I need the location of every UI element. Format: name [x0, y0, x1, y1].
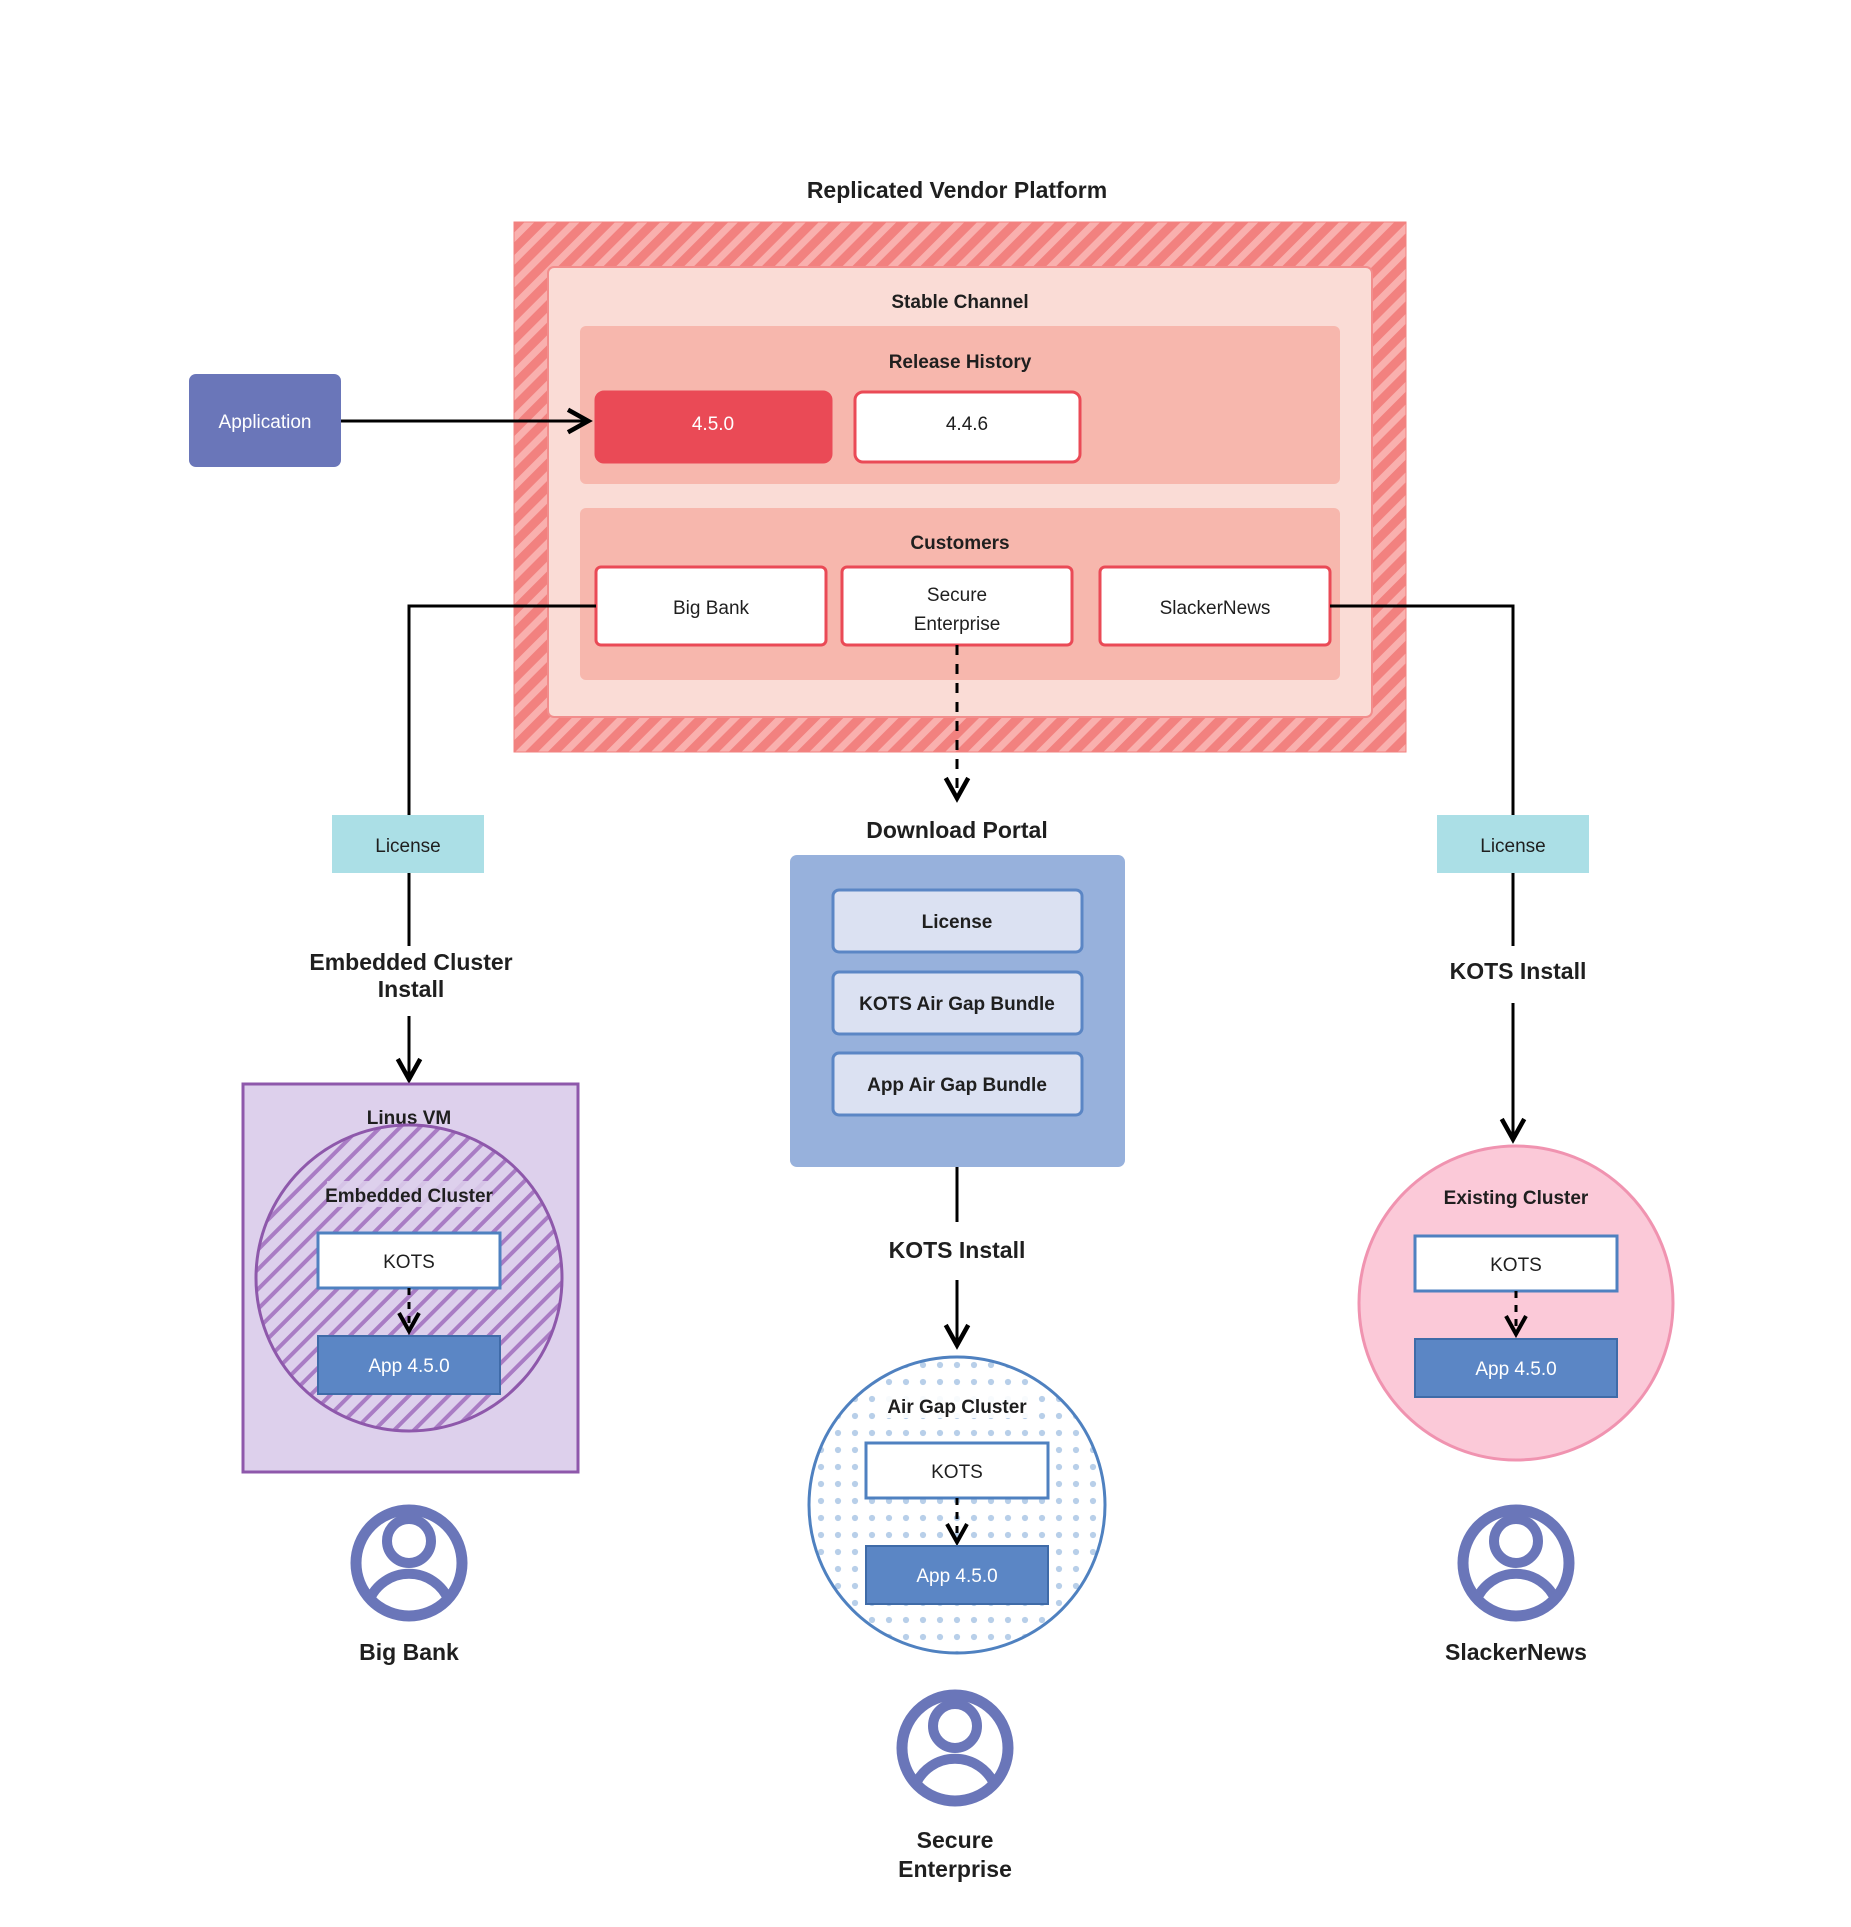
user-avatar-icon	[896, 1689, 1014, 1807]
page-title: Replicated Vendor Platform	[807, 177, 1107, 203]
kots-box-right[interactable]: KOTS	[1413, 1234, 1619, 1293]
license-box-left[interactable]: License	[332, 815, 484, 873]
license-box-right[interactable]: License	[1437, 815, 1589, 873]
release-history-label: Release History	[889, 352, 1032, 373]
air-gap-cluster-circle: Air Gap Cluster KOTS App 4.5.0	[807, 1355, 1107, 1655]
persona-label: SlackerNews	[1445, 1639, 1587, 1665]
app-box-left[interactable]: App 4.5.0	[317, 1335, 501, 1395]
kots-label: KOTS	[931, 1462, 983, 1483]
lane-right: License KOTS Install Existing Cluster KO…	[1357, 815, 1675, 1665]
customers-label: Customers	[910, 533, 1009, 554]
persona-slackernews: SlackerNews	[1445, 1504, 1587, 1665]
app-box-right[interactable]: App 4.5.0	[1414, 1338, 1618, 1398]
license-label: License	[375, 836, 441, 857]
lane-center: Download Portal License KOTS Air Gap Bun…	[790, 817, 1125, 1882]
download-portal-title: Download Portal	[866, 817, 1047, 843]
portal-item-label: App Air Gap Bundle	[867, 1075, 1047, 1096]
customer-card-slackernews[interactable]: SlackerNews	[1098, 565, 1332, 647]
install-label-line1: Embedded Cluster	[309, 949, 512, 975]
release-version: 4.5.0	[692, 414, 734, 435]
lane-left: License Embedded Cluster Install Linus V…	[241, 815, 580, 1665]
stable-channel-panel: Stable Channel Release History 4.5.0 4.4…	[547, 266, 1373, 718]
connector-slackernews-to-license	[1330, 604, 1515, 815]
customer-name-line2: Enterprise	[914, 614, 1001, 635]
cluster-label: Existing Cluster	[1444, 1188, 1589, 1209]
customer-card-secure-enterprise[interactable]: Secure Enterprise	[840, 565, 1074, 647]
kots-label: KOTS	[1490, 1255, 1542, 1276]
user-avatar-icon	[350, 1504, 468, 1622]
persona-secure-enterprise: Secure Enterprise	[896, 1689, 1014, 1882]
install-label-line2: Install	[378, 976, 444, 1002]
customers-panel: Customers Big Bank Secure Enterprise Sla…	[580, 508, 1340, 680]
existing-cluster-circle: Existing Cluster KOTS App 4.5.0	[1357, 1144, 1675, 1462]
portal-item-label: License	[922, 912, 993, 933]
customer-name: Big Bank	[673, 598, 750, 619]
app-label: App 4.5.0	[916, 1566, 997, 1587]
app-label: App 4.5.0	[368, 1356, 449, 1377]
release-card-current[interactable]: 4.5.0	[594, 390, 833, 464]
download-portal-panel: License KOTS Air Gap Bundle App Air Gap …	[790, 855, 1125, 1167]
persona-label: Big Bank	[359, 1639, 459, 1665]
host-label: Linus VM	[367, 1108, 451, 1129]
cluster-label: Air Gap Cluster	[887, 1397, 1027, 1418]
app-label: App 4.5.0	[1475, 1359, 1556, 1380]
application-label: Application	[219, 412, 312, 433]
kots-box-center[interactable]: KOTS	[864, 1441, 1050, 1500]
persona-label-line1: Secure	[917, 1827, 994, 1853]
portal-item-license[interactable]: License	[831, 888, 1084, 954]
replicated-vendor-platform: Stable Channel Release History 4.5.0 4.4…	[513, 221, 1407, 753]
customer-name: SlackerNews	[1160, 598, 1271, 619]
kots-box-left[interactable]: KOTS	[316, 1231, 502, 1290]
application-box[interactable]: Application	[189, 374, 341, 467]
customer-card-big-bank[interactable]: Big Bank	[594, 565, 828, 647]
persona-big-bank: Big Bank	[350, 1504, 468, 1665]
kots-label: KOTS	[383, 1252, 435, 1273]
user-avatar-icon	[1457, 1504, 1575, 1622]
release-version: 4.4.6	[946, 414, 988, 435]
release-history-panel: Release History 4.5.0 4.4.6	[580, 326, 1340, 484]
stable-channel-label: Stable Channel	[891, 292, 1028, 313]
release-card-previous[interactable]: 4.4.6	[853, 390, 1082, 464]
app-box-center[interactable]: App 4.5.0	[865, 1545, 1049, 1605]
persona-label-line2: Enterprise	[898, 1856, 1012, 1882]
linus-vm-container: Linus VM Embedded Cluster KOTS App 4.5.0	[241, 1082, 580, 1474]
embedded-cluster-circle: Embedded Cluster KOTS App 4.5.0	[254, 1123, 564, 1433]
connector-bigbank-to-license	[407, 604, 596, 815]
customer-name-line1: Secure	[927, 585, 987, 606]
install-label-line1: KOTS Install	[889, 1237, 1026, 1263]
install-label-line1: KOTS Install	[1450, 958, 1587, 984]
portal-item-app-air-gap-bundle[interactable]: App Air Gap Bundle	[831, 1051, 1084, 1117]
license-label: License	[1480, 836, 1546, 857]
portal-item-label: KOTS Air Gap Bundle	[859, 994, 1055, 1015]
cluster-label: Embedded Cluster	[325, 1186, 493, 1207]
portal-item-kots-air-gap-bundle[interactable]: KOTS Air Gap Bundle	[831, 970, 1084, 1036]
